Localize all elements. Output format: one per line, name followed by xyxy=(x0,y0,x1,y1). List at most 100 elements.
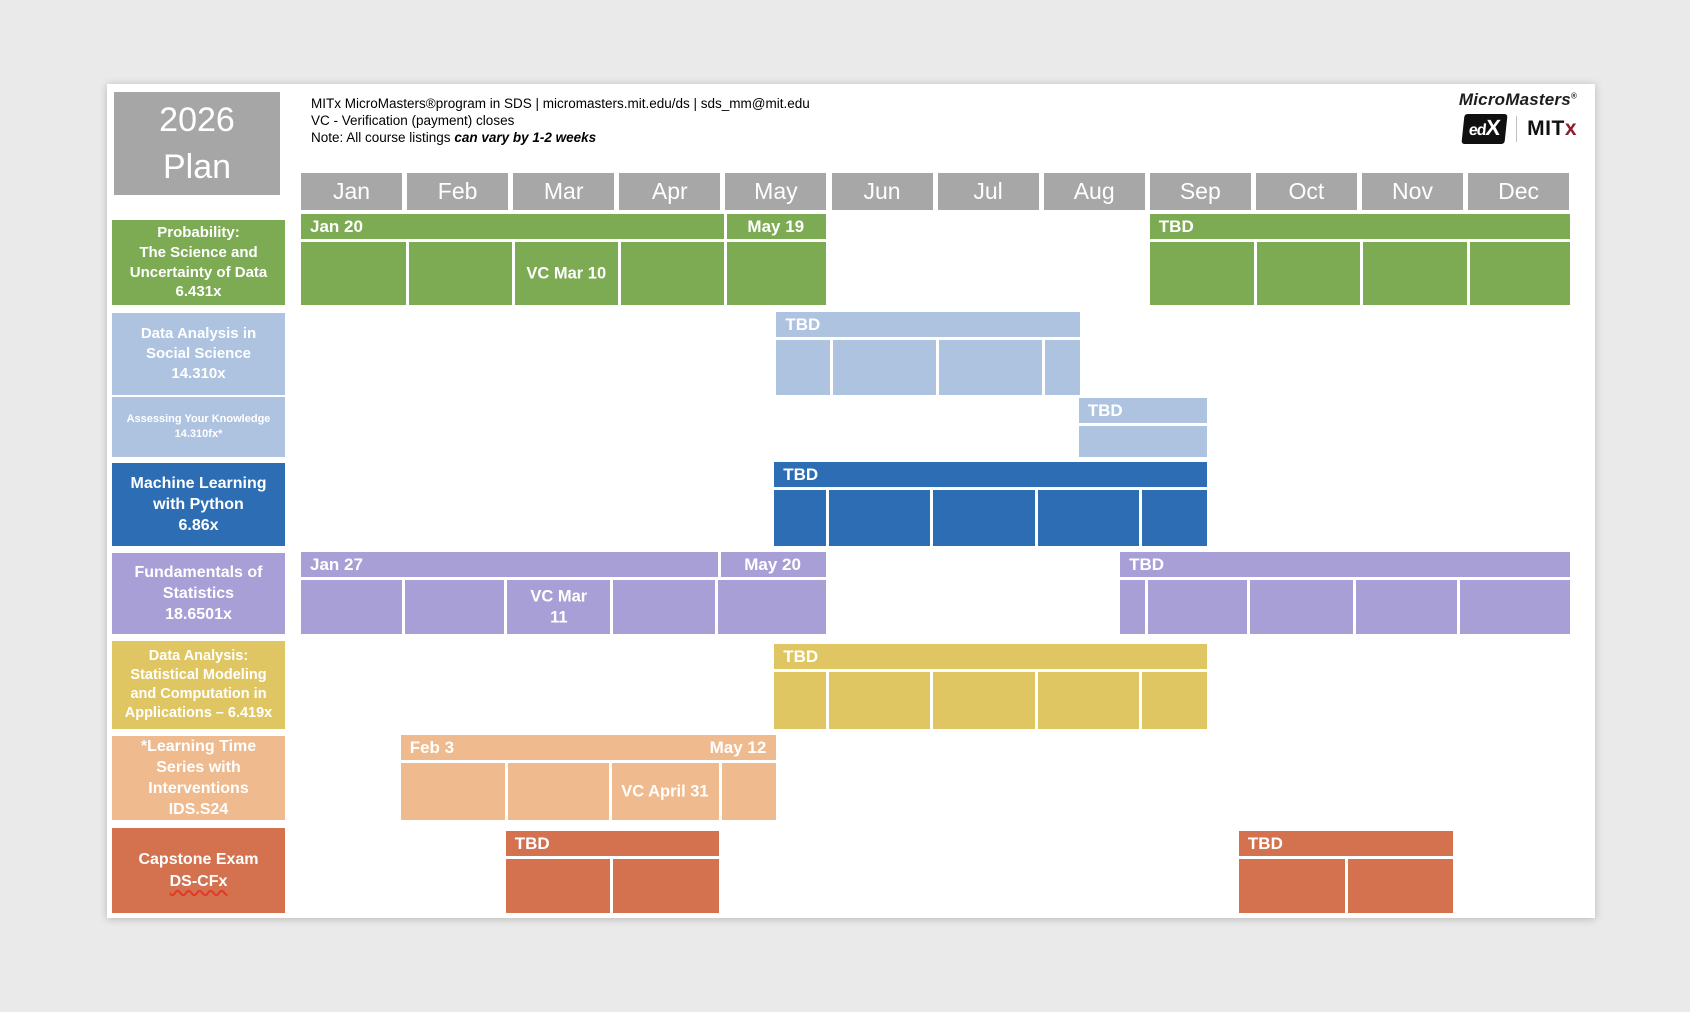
bar-start-date: Jan 27 xyxy=(310,555,363,574)
micromasters-wordmark: MicroMasters xyxy=(1458,90,1571,109)
bar-date-strip-fundamentals-of-statistics-186501x-0: Jan 27 May 20 xyxy=(301,552,827,577)
bar-date-strip-assessing-your-knowledge-14310fx-0: TBD xyxy=(1078,398,1208,423)
bar-date-strip-capstone-exam-ds-cfx-0: TBD xyxy=(505,831,720,856)
header-note-prefix: Note: All course listings xyxy=(311,130,455,145)
row-label-line: Fundamentals of xyxy=(134,563,263,581)
bar-end-date: May 19 xyxy=(747,217,805,236)
bar-segment-divider xyxy=(1145,580,1149,634)
bar-strip-divider xyxy=(717,552,721,577)
row-label-line: Probability: xyxy=(157,223,240,241)
row-label-line: Machine Learning xyxy=(130,474,267,492)
edx-x-text: X xyxy=(1484,115,1501,140)
month-header-oct: Oct xyxy=(1255,173,1357,210)
bar-span-probability-6431x-1 xyxy=(1149,242,1570,305)
row-label-line: 18.6501x xyxy=(165,606,232,624)
logo-divider xyxy=(1516,116,1518,142)
mitx-logo: MITx xyxy=(1527,117,1577,141)
edx-logo-icon: edX xyxy=(1461,114,1508,144)
plan-card: 2026 Plan MITx MicroMasters®program in S… xyxy=(107,84,1595,918)
bar-date-strip-capstone-exam-ds-cfx-1: TBD xyxy=(1238,831,1454,856)
row-label-line: Applications – 6.419x xyxy=(124,705,273,722)
bar-date-strip-data-analysis-social-science-14310x-0: TBD xyxy=(776,312,1080,337)
mitx-x-text: x xyxy=(1564,117,1577,140)
row-label-line: 14.310x xyxy=(171,364,226,382)
bar-segment-divider xyxy=(1353,580,1357,634)
row-label-assessing-your-knowledge-14310fx: Assessing Your Knowledge 14.310fx* xyxy=(112,397,285,457)
bar-segment-divider xyxy=(609,763,613,820)
bar-tbd-label: TBD xyxy=(783,647,819,666)
bar-segment-divider xyxy=(402,580,406,634)
month-header-jun: Jun xyxy=(831,173,933,210)
row-label-line: Data Analysis in xyxy=(140,325,257,343)
logo-block: MicroMasters® edX MITx xyxy=(1459,90,1577,144)
bar-tbd-label: TBD xyxy=(785,315,821,334)
month-header-feb: Feb xyxy=(407,173,509,210)
bar-segment-divider xyxy=(825,672,829,729)
row-label-fundamentals-of-statistics-186501x: Fundamentals of Statistics 18.6501x xyxy=(112,553,285,634)
bar-start-date: Feb 3 xyxy=(409,738,455,757)
bar-segment-divider xyxy=(1042,340,1046,395)
mitx-mit-text: MIT xyxy=(1527,117,1565,140)
bar-strip-divider xyxy=(723,214,727,239)
bar-tbd-label: TBD xyxy=(1247,834,1283,853)
month-header-jul: Jul xyxy=(937,173,1039,210)
bar-span-learning-time-series-ids-s24-0: VC April 31 xyxy=(400,763,777,820)
row-label-line: Statistics xyxy=(162,584,235,602)
bar-date-strip-probability-6431x-1: TBD xyxy=(1149,214,1570,239)
month-header-sep: Sep xyxy=(1149,173,1251,210)
row-label-line: Interventions xyxy=(148,780,249,797)
logo-row: edX MITx xyxy=(1459,114,1577,144)
month-header-dec: Dec xyxy=(1468,173,1570,210)
bar-tbd-label: TBD xyxy=(1158,217,1194,236)
bar-segment-divider xyxy=(1344,859,1348,913)
bar-segment-divider xyxy=(723,242,727,305)
bar-segment-divider xyxy=(1246,580,1250,634)
bar-segment-divider xyxy=(511,242,515,305)
bar-end-date: May 20 xyxy=(744,555,801,574)
bar-tbd-label: TBD xyxy=(1129,555,1165,574)
bar-span-machine-learning-python-686x-0 xyxy=(774,490,1208,546)
bar-span-data-analysis-social-science-14310x-0 xyxy=(776,340,1080,395)
row-label-line: Series with xyxy=(156,758,241,776)
bar-tbd-label: TBD xyxy=(783,465,819,484)
bar-segment-divider xyxy=(829,340,833,395)
header-text: MITx MicroMasters®program in SDS | micro… xyxy=(311,95,810,146)
bar-tbd-label: TBD xyxy=(1087,401,1123,420)
row-label-line: Assessing Your Knowledge xyxy=(126,413,271,426)
header-note-emph: can vary by 1-2 weeks xyxy=(454,130,597,145)
bar-segment-divider xyxy=(505,763,509,820)
edx-ed-text: ed xyxy=(1467,122,1487,139)
bar-segment-divider xyxy=(610,580,614,634)
row-label-line: IDS.S24 xyxy=(168,801,229,819)
bar-segment-divider xyxy=(1360,242,1364,305)
bar-segment-divider xyxy=(715,580,719,634)
month-header-aug: Aug xyxy=(1043,173,1145,210)
bar-segment-divider xyxy=(1034,672,1038,729)
registered-mark: ® xyxy=(1570,91,1577,101)
bar-span-capstone-exam-ds-cfx-1 xyxy=(1238,859,1454,913)
row-label-line: and Computation in xyxy=(130,686,267,702)
row-label-line: 6.86x xyxy=(178,517,219,535)
month-header-jan: Jan xyxy=(301,173,402,210)
bar-segment-divider xyxy=(929,490,933,546)
bar-segment-divider xyxy=(504,580,508,634)
bar-span-capstone-exam-ds-cfx-0 xyxy=(505,859,720,913)
row-label-line: 14.310fx* xyxy=(174,428,223,440)
header-line-note: Note: All course listings can vary by 1-… xyxy=(311,129,810,146)
bar-segment-divider xyxy=(1138,672,1142,729)
bar-span-fundamentals-of-statistics-186501x-1 xyxy=(1120,580,1570,634)
header-line-program: MITx MicroMasters®program in SDS | micro… xyxy=(311,96,810,111)
row-label-line: Social Science xyxy=(145,345,252,363)
month-header-apr: Apr xyxy=(619,173,721,210)
bar-segment-divider xyxy=(718,763,722,820)
